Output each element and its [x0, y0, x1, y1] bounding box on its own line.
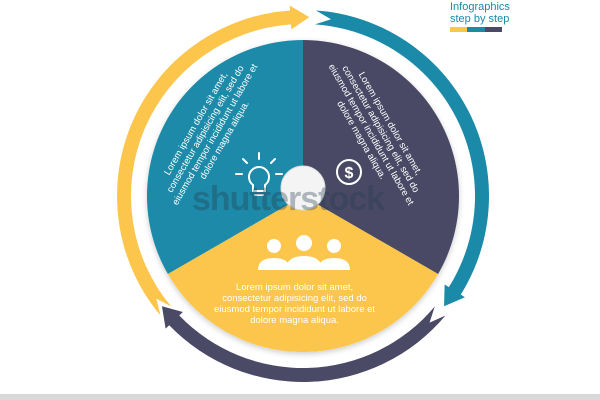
dollar-icon: $: [336, 159, 362, 185]
teal-sector: [147, 40, 303, 274]
yellow-sector-text: Lorem ipsum dolor sit amet,consectetur a…: [214, 282, 376, 326]
yellow-arrow-arc: [117, 5, 310, 316]
center-hole: [280, 165, 326, 211]
purple-sector: [303, 40, 459, 274]
svg-text:$: $: [345, 165, 354, 182]
yellow-sector: [167, 196, 439, 352]
people-icon: [258, 235, 350, 270]
footer-strip: [0, 394, 600, 400]
header-line1: Infographics: [450, 1, 510, 13]
teal-arrow-arc: [314, 10, 489, 307]
header-color-bar: [450, 27, 502, 32]
header-line2: step by step: [450, 13, 510, 25]
purple-arrow-arc: [161, 306, 446, 382]
lightbulb-icon: [235, 152, 283, 196]
watermark: shutterstock: [192, 180, 385, 218]
